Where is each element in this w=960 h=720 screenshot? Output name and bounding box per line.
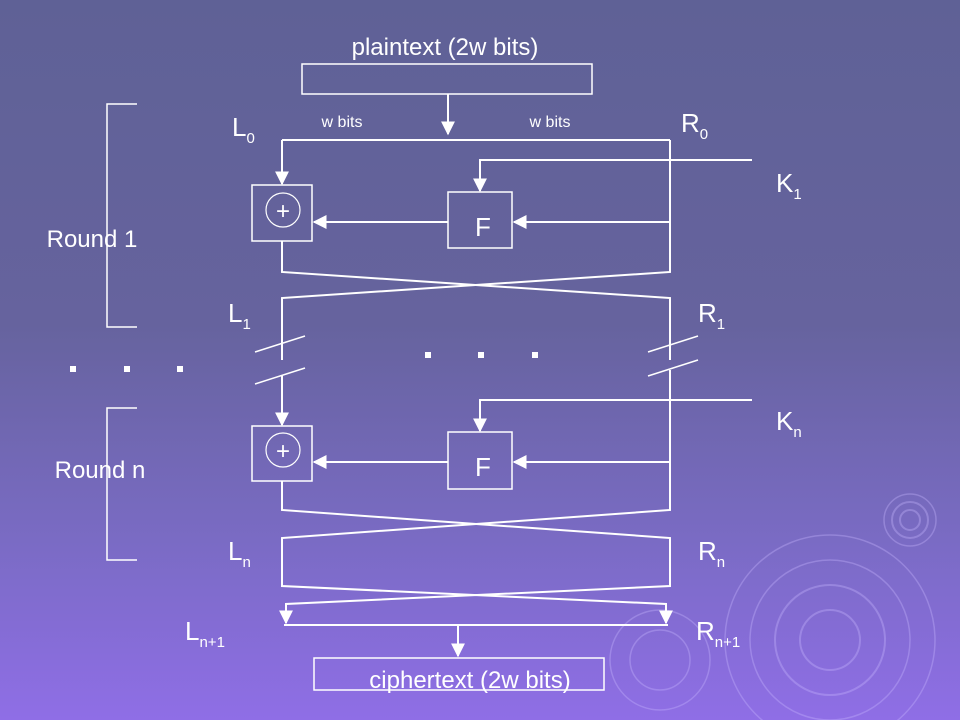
- w-bits-right-label: w bits: [529, 114, 571, 131]
- label-r0: R0: [681, 108, 708, 143]
- roundn-label: Round n: [55, 457, 146, 484]
- w-bits-left-label: w bits: [321, 114, 363, 131]
- roundn-xor-circle: [265, 432, 301, 468]
- label-ln: Ln: [228, 536, 251, 571]
- round1-key-line: [473, 159, 752, 193]
- ciphertext-box: [313, 657, 605, 691]
- round1-bracket: [106, 103, 137, 328]
- roundn-f-box: [447, 431, 513, 490]
- label-kn: Kn: [776, 406, 802, 441]
- plaintext-label: plaintext (2w bits): [352, 34, 539, 61]
- roundn-bracket: [106, 407, 137, 561]
- roundn-cross-a: [281, 481, 671, 580]
- plaintext-box: [301, 63, 593, 95]
- label-rn: Rn: [698, 536, 725, 571]
- roundn-f-label: F: [475, 452, 491, 482]
- label-l1: L1: [228, 298, 251, 333]
- label-k1: K1: [776, 168, 802, 203]
- final-swap-b: [279, 580, 671, 625]
- label-ln1: Ln+1: [185, 616, 225, 651]
- label-r1: R1: [698, 298, 725, 333]
- right-break-marks: [647, 335, 699, 377]
- round1-f-box: [447, 191, 513, 249]
- label-rn1: Rn+1: [696, 616, 740, 651]
- ciphertext-label: ciphertext (2w bits): [369, 667, 570, 694]
- center-ellipsis: [425, 352, 538, 358]
- left-break-marks: [254, 335, 306, 385]
- round1-cross-a: [281, 241, 671, 360]
- round1-f-label: F: [475, 212, 491, 242]
- round1-label: Round 1: [47, 226, 138, 253]
- round1-cross-b: [281, 262, 671, 360]
- roundn-cross-b: [281, 503, 671, 580]
- left-ellipsis: [70, 366, 183, 372]
- roundn-xor-symbol: +: [276, 438, 290, 465]
- round1-xor-symbol: +: [276, 198, 290, 225]
- round1-xor-circle: [265, 192, 301, 228]
- decorative-swirl: [609, 493, 937, 720]
- roundn-key-line: [473, 399, 752, 433]
- label-l0: L0: [232, 112, 255, 147]
